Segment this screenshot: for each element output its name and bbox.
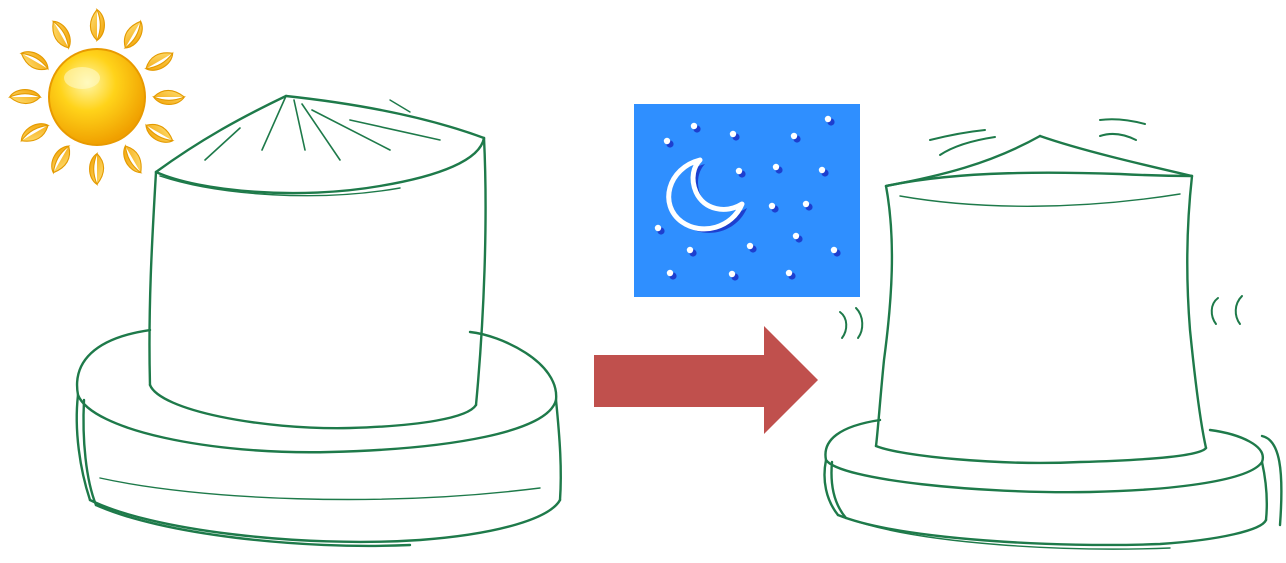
star (791, 133, 797, 139)
sun-ray (119, 143, 147, 177)
sun-ray (120, 18, 148, 52)
star (786, 270, 792, 276)
star (803, 201, 809, 207)
star (730, 131, 736, 137)
cake-sketch-sagging (825, 119, 1282, 549)
star (747, 243, 753, 249)
star (687, 247, 693, 253)
star (793, 233, 799, 239)
star (831, 247, 837, 253)
sun-ray (18, 119, 52, 147)
arrow-right-icon (594, 326, 818, 434)
star (691, 123, 697, 129)
star (729, 271, 735, 277)
star (736, 168, 742, 174)
star (655, 225, 661, 231)
cake-sketch-upright (77, 96, 561, 546)
star (825, 116, 831, 122)
sun-ray (154, 90, 185, 104)
star (773, 164, 779, 170)
sun-ray (10, 90, 41, 104)
star (667, 270, 673, 276)
sun-ray (18, 47, 52, 75)
sun-ray (142, 120, 176, 148)
star (664, 138, 670, 144)
sun-ray (48, 18, 76, 52)
sun-ray (47, 142, 75, 176)
sun-icon (10, 10, 185, 185)
star (769, 203, 775, 209)
sun-ray (143, 48, 177, 76)
sun-ray (90, 154, 104, 185)
night-sky-icon (634, 104, 860, 297)
sun-ray (90, 10, 104, 41)
star (819, 167, 825, 173)
